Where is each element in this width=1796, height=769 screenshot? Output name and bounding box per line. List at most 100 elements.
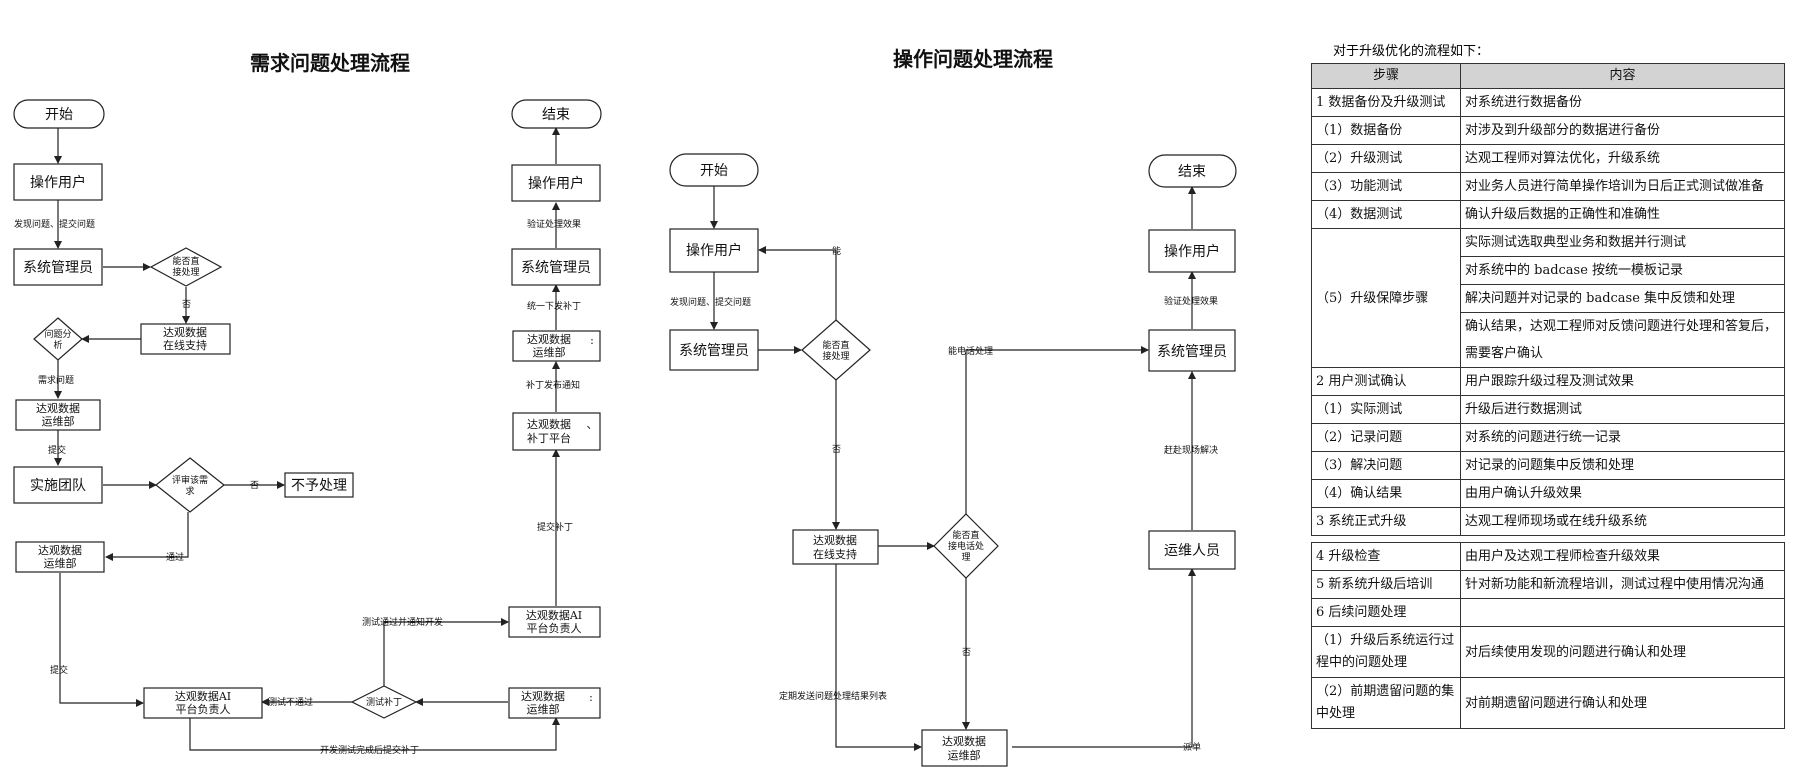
svg-text:求: 求 bbox=[185, 485, 194, 497]
table-row: 1 数据备份及升级测试对系统进行数据备份 bbox=[1311, 88, 1785, 117]
svg-text:提交: 提交 bbox=[48, 444, 66, 456]
svg-text:达观数据: 达观数据 bbox=[527, 417, 571, 431]
svg-text:验证处理效果: 验证处理效果 bbox=[527, 218, 581, 230]
table-row: （2）记录问题对系统的问题进行统一记录 bbox=[1311, 423, 1785, 452]
table-row: 对系统中的 badcase 按统一模板记录 bbox=[1312, 256, 1785, 285]
table-row: 解决问题并对记录的 badcase 集中反馈和处理 bbox=[1312, 284, 1785, 313]
svg-text:接电话处: 接电话处 bbox=[948, 540, 984, 552]
table-row: （4）确认结果由用户确认升级效果 bbox=[1311, 479, 1785, 508]
left-user-node: 操作用户 bbox=[13, 163, 103, 201]
svg-text:达观数据AI: 达观数据AI bbox=[526, 608, 582, 622]
svg-text:否: 否 bbox=[182, 299, 191, 310]
svg-text:运维部: 运维部 bbox=[533, 345, 566, 359]
left-user-right-node: 操作用户 bbox=[511, 164, 601, 202]
svg-text:赶赴现场解决: 赶赴现场解决 bbox=[1164, 444, 1218, 456]
left-ai-lead-bottom-node: 达观数据AI 平台负责人 bbox=[143, 687, 263, 719]
middle-decide-direct-node: 能否直 接处理 bbox=[801, 319, 871, 381]
svg-text:问题分: 问题分 bbox=[44, 328, 71, 340]
svg-text:系统管理员: 系统管理员 bbox=[521, 260, 591, 276]
svg-text:结束: 结束 bbox=[542, 107, 570, 123]
svg-text:达观数据: 达观数据 bbox=[36, 401, 80, 415]
svg-text:在线支持: 在线支持 bbox=[813, 547, 857, 561]
left-impl-team-node: 实施团队 bbox=[13, 466, 103, 504]
svg-text:能电话处理: 能电话处理 bbox=[948, 345, 993, 357]
svg-text:否: 否 bbox=[962, 647, 971, 658]
middle-start-node: 开始 bbox=[669, 153, 759, 187]
svg-text:开始: 开始 bbox=[700, 163, 728, 179]
svg-text:达观数据: 达观数据 bbox=[163, 325, 207, 339]
left-online-support-node: 达观数据 在线支持 bbox=[140, 323, 231, 355]
table-row: （2）前期遗留问题的集中处理对前期遗留问题进行确认和处理 bbox=[1311, 677, 1785, 729]
table-row: （3）解决问题对记录的问题集中反馈和处理 bbox=[1311, 451, 1785, 480]
svg-text:需求问题: 需求问题 bbox=[38, 374, 74, 386]
svg-text:达观数据: 达观数据 bbox=[942, 734, 986, 748]
svg-text:通过: 通过 bbox=[166, 551, 184, 563]
table-row: 5 新系统升级后培训针对新功能和新流程培训，测试过程中使用情况沟通 bbox=[1311, 570, 1785, 599]
table-row: 3 系统正式升级达观工程师现场或在线升级系统 bbox=[1311, 507, 1785, 536]
middle-ops-node: 达观数据 运维部 bbox=[921, 729, 1008, 767]
svg-text:能否直: 能否直 bbox=[822, 339, 849, 351]
svg-text:测试通过并通知开发: 测试通过并通知开发 bbox=[362, 616, 443, 628]
middle-flow-connectors bbox=[710, 186, 1196, 751]
left-review-node: 评审该需 求 bbox=[155, 457, 225, 513]
left-flow-edge-labels: 发现问题、提交问题 否 需求问题 提交 否 通过 提交 测试不通过 开发测试完成… bbox=[14, 218, 581, 756]
svg-text:开始: 开始 bbox=[45, 107, 73, 123]
svg-text:系统管理员: 系统管理员 bbox=[23, 260, 93, 276]
table-row: （1）实际测试升级后进行数据测试 bbox=[1311, 395, 1785, 424]
svg-text:派单: 派单 bbox=[1183, 741, 1201, 753]
left-admin-right-node: 系统管理员 bbox=[511, 248, 601, 286]
svg-text:理: 理 bbox=[961, 552, 970, 563]
guarantee-step-cell: （5）升级保障步骤 bbox=[1311, 228, 1461, 368]
svg-text:系统管理员: 系统管理员 bbox=[679, 343, 749, 359]
svg-text:提交补丁: 提交补丁 bbox=[537, 521, 573, 533]
table-header-row: 步骤 内容 bbox=[1311, 63, 1785, 89]
middle-flow-title: 操作问题处理流程 bbox=[893, 47, 1053, 71]
svg-text:能否直: 能否直 bbox=[952, 529, 979, 541]
svg-text:测试不通过: 测试不通过 bbox=[268, 696, 313, 708]
left-analyze-node: 问题分 析 bbox=[33, 317, 83, 361]
svg-text:运维部: 运维部 bbox=[948, 748, 981, 762]
svg-text:接处理: 接处理 bbox=[172, 266, 199, 278]
svg-text:系统管理员: 系统管理员 bbox=[1157, 344, 1227, 360]
svg-text:补丁平台: 补丁平台 bbox=[527, 431, 571, 445]
left-ops2-node: 达观数据 运维部 bbox=[15, 541, 105, 573]
table-intro: 对于升级优化的流程如下： bbox=[1333, 44, 1490, 59]
svg-text:提交: 提交 bbox=[50, 664, 68, 676]
left-flow-title: 需求问题处理流程 bbox=[250, 51, 410, 75]
svg-text::: : bbox=[589, 691, 593, 704]
header-content: 内容 bbox=[1460, 63, 1785, 89]
left-ops-right-node: 达观数据 运维部 : bbox=[512, 330, 601, 362]
svg-text:补丁发布通知: 补丁发布通知 bbox=[526, 379, 580, 391]
table-row: （3）功能测试对业务人员进行简单操作培训为日后正式测试做准备 bbox=[1311, 172, 1785, 201]
flowchart-canvas: 需求问题处理流程 开始 操作用户 系统管理员 能否直 bbox=[13, 47, 1237, 767]
svg-text:接处理: 接处理 bbox=[822, 350, 849, 362]
svg-text:开发测试完成后提交补丁: 开发测试完成后提交补丁 bbox=[320, 744, 419, 756]
table-row: （1）数据备份对涉及到升级部分的数据进行备份 bbox=[1311, 116, 1785, 145]
middle-admin-right-node: 系统管理员 bbox=[1148, 329, 1236, 372]
svg-text:运维部: 运维部 bbox=[527, 702, 560, 716]
middle-flow-edge-labels: 发现问题、提交问题 能 否 能电话处理 否 定期发送问题处理结果列表 派单 赶赴… bbox=[670, 245, 1218, 753]
left-ops-bottom-right-node: 达观数据 运维部 : bbox=[508, 687, 601, 719]
left-no-process-node: 不予处理 bbox=[284, 472, 354, 498]
svg-text:验证处理效果: 验证处理效果 bbox=[1164, 295, 1218, 307]
svg-text:否: 否 bbox=[832, 444, 841, 455]
svg-text:发现问题、提交问题: 发现问题、提交问题 bbox=[14, 218, 95, 230]
svg-text:评审该需: 评审该需 bbox=[172, 474, 208, 486]
svg-text:运维部: 运维部 bbox=[42, 414, 75, 428]
svg-text:能: 能 bbox=[832, 245, 841, 257]
svg-text:操作用户: 操作用户 bbox=[1164, 243, 1220, 260]
svg-text:析: 析 bbox=[53, 339, 62, 351]
table-row: （2）升级测试达观工程师对算法优化，升级系统 bbox=[1311, 144, 1785, 173]
svg-text:达观数据: 达观数据 bbox=[813, 533, 857, 547]
svg-text:在线支持: 在线支持 bbox=[163, 338, 207, 352]
table-row: 2 用户测试确认用户跟踪升级过程及测试效果 bbox=[1311, 367, 1785, 396]
svg-text:实施团队: 实施团队 bbox=[30, 478, 86, 494]
svg-text:不予处理: 不予处理 bbox=[291, 478, 347, 494]
middle-user-right-node: 操作用户 bbox=[1148, 229, 1236, 273]
svg-text:达观数据: 达观数据 bbox=[521, 689, 565, 703]
svg-text:达观数据: 达观数据 bbox=[527, 332, 571, 346]
upgrade-steps-table: 步骤 内容 1 数据备份及升级测试对系统进行数据备份 （1）数据备份对涉及到升级… bbox=[1311, 63, 1785, 729]
svg-text:定期发送问题处理结果列表: 定期发送问题处理结果列表 bbox=[779, 690, 887, 702]
svg-text:能否直: 能否直 bbox=[172, 255, 199, 267]
svg-text:达观数据: 达观数据 bbox=[38, 543, 82, 557]
